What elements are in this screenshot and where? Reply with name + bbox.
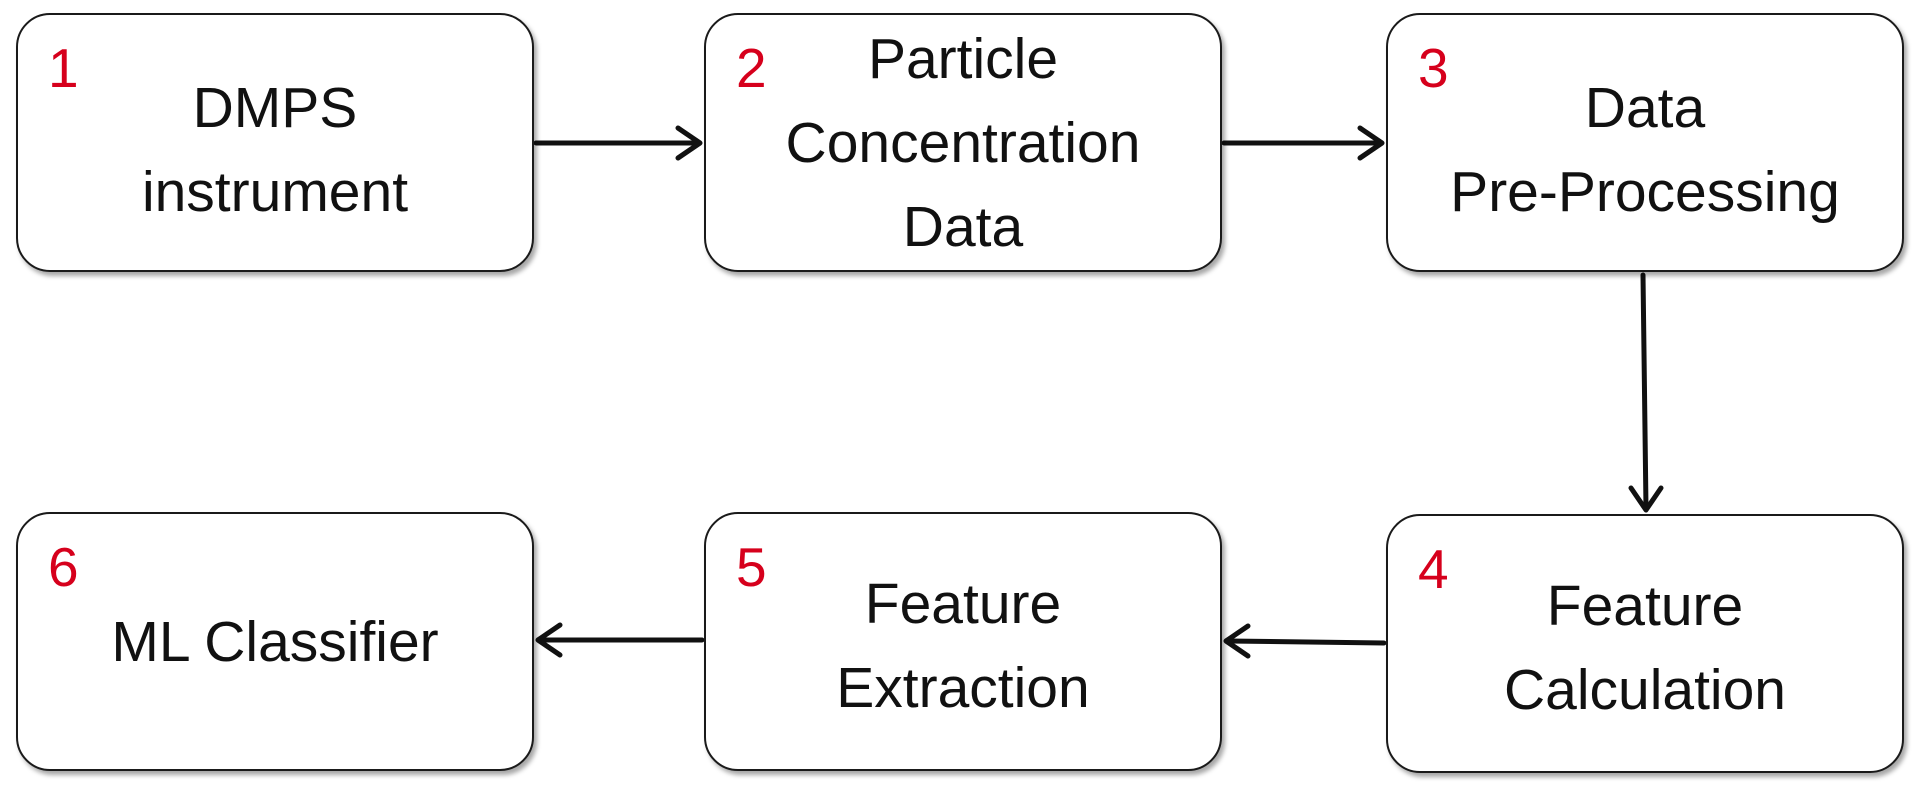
arrow-1-to-2 [533,125,703,161]
step-number: 1 [48,37,79,99]
step-box-particle-concentration-data: 2 Particle Concentration Data [704,13,1222,272]
step-number: 3 [1418,37,1449,99]
step-label: ML Classifier [111,609,439,674]
step-label: Data Pre-Processing [1450,75,1840,224]
step-box-ml-classifier: 6 ML Classifier [16,512,534,771]
step-label: Feature Calculation [1504,573,1786,722]
step-number: 2 [736,37,767,99]
step-box-feature-calculation: 4 Feature Calculation [1386,514,1904,773]
step-label: Feature Extraction [836,571,1090,720]
step-box-data-pre-processing: 3 Data Pre-Processing [1386,13,1904,272]
step-box-dmps-instrument: 1 DMPS instrument [16,13,534,272]
arrow-5-to-6 [535,622,705,658]
arrow-4-to-5 [1223,623,1387,659]
step-label: Particle Concentration Data [785,26,1141,259]
step-number: 4 [1418,538,1449,600]
step-label: DMPS instrument [141,75,409,224]
step-number: 5 [736,536,767,598]
step-box-feature-extraction: 5 Feature Extraction [704,512,1222,771]
arrow-3-to-4 [1628,272,1664,513]
step-number: 6 [48,536,79,598]
arrow-2-to-3 [1221,125,1385,161]
